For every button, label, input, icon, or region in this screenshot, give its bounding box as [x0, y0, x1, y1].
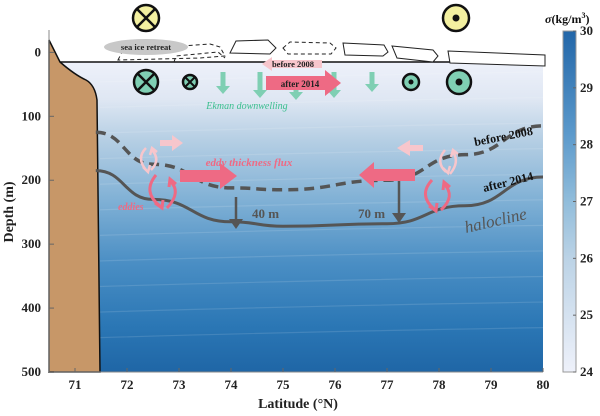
ekman-arrow-shaft	[257, 72, 263, 90]
wind-out-of-page-icon	[441, 3, 471, 33]
density-contour	[99, 199, 544, 211]
eddy-flux-arrow-light-left	[160, 135, 183, 151]
eddy-flux-arrow-strong-left	[180, 163, 237, 189]
x-tick-label: 77	[381, 377, 395, 392]
ice-floe	[391, 45, 439, 63]
eddy-icon-light-left	[139, 145, 158, 175]
ekman-arrow-head	[216, 86, 230, 94]
x-tick-label: 73	[173, 377, 187, 392]
x-tick-label: 72	[121, 377, 134, 392]
density-contour	[99, 250, 544, 262]
ekman-arrow-head	[365, 84, 379, 92]
y-tick-label: 300	[22, 236, 42, 251]
sea-ice-retreat-label: sea ice retreat	[121, 42, 171, 52]
ekman-arrow-shaft	[369, 72, 375, 84]
current-out-of-page-small-icon	[401, 72, 421, 92]
deepening-arrow-right	[392, 181, 406, 223]
y-axis-ticks: 0 100 200 300 400 500	[22, 44, 54, 379]
colorbar-title-symbol: σ	[545, 12, 552, 26]
before-2008-label: before 2008	[272, 59, 314, 69]
deepening-arrow-left	[229, 197, 243, 229]
x-tick-label: 79	[485, 377, 499, 392]
ice-floe	[447, 50, 546, 67]
eddies-label: eddies	[118, 202, 144, 213]
density-contour	[99, 327, 544, 339]
colorbar-tick-label: 29	[580, 80, 594, 95]
ekman-arrow-head	[253, 90, 267, 98]
eddy-icon-strong-right	[424, 178, 451, 214]
eddy-icon-strong-left	[148, 174, 177, 211]
density-contour	[99, 301, 544, 313]
y-tick-label: 500	[22, 364, 42, 379]
colorbar-title-units: (kg/m	[551, 12, 581, 26]
eddy-flux-arrow-light-right	[397, 140, 423, 156]
x-axis-title: Latitude (°N)	[258, 397, 338, 412]
current-into-page-small-icon	[181, 73, 199, 91]
x-tick-label: 76	[329, 377, 343, 392]
colorbar-ticks: 24 25 26 27 28 29 30	[573, 23, 594, 379]
ice-floe	[229, 39, 277, 55]
current-out-of-page-large-icon	[445, 68, 473, 96]
density-contour	[99, 96, 544, 109]
eddy-thickness-flux-label: eddy thickness flux	[206, 157, 293, 169]
colorbar-title-close: )	[585, 12, 589, 26]
colorbar-tick-label: 24	[580, 364, 594, 379]
wind-into-page-icon	[131, 3, 161, 33]
y-tick-label: 100	[22, 108, 42, 123]
density-contour-bands	[99, 71, 544, 339]
density-field	[49, 62, 543, 372]
after-2014-flux-arrow	[266, 70, 341, 96]
ice-floe	[342, 42, 389, 57]
density-contour	[99, 224, 544, 236]
retreated-ice-floe	[117, 43, 226, 61]
ekman-downwelling-label: Ekman downwelling	[205, 101, 287, 112]
colorbar-title: σ(kg/m3)	[545, 11, 589, 26]
current-into-page-large-icon	[132, 68, 160, 96]
x-tick-label: 75	[277, 377, 291, 392]
density-contour	[99, 173, 544, 185]
x-axis-ticks: 71 72 73 74 75 76 77 78 79 80	[69, 368, 550, 392]
density-contour	[99, 122, 544, 134]
colorbar-tick-label: 26	[580, 250, 594, 265]
eddy-icon-light-right	[439, 147, 459, 176]
halocline-before-2008-line	[95, 124, 544, 192]
continental-shelf-land	[48, 39, 101, 373]
x-tick-label: 78	[433, 377, 447, 392]
x-tick-label: 71	[69, 377, 82, 392]
ekman-arrow-shaft	[220, 72, 226, 86]
retreated-ice-floe	[282, 41, 337, 55]
y-tick-label: 0	[35, 44, 42, 59]
y-tick-label: 400	[22, 300, 42, 315]
sea-ice-retreat-label-bg	[104, 39, 188, 55]
eddy-flux-arrow-strong-right	[359, 162, 415, 188]
deepening-40m-label: 40 m	[252, 206, 279, 221]
x-tick-label: 74	[225, 377, 239, 392]
ekman-arrow-head	[289, 92, 303, 100]
after-2014-label: after 2014	[281, 79, 320, 89]
deepening-70m-label: 70 m	[358, 206, 385, 221]
colorbar-tick-label: 25	[580, 307, 594, 322]
colorbar-tick-label: 28	[580, 137, 594, 152]
colorbar-title-sup: 3	[581, 11, 585, 20]
y-axis-title: Depth (m)	[2, 181, 17, 242]
colorbar-tick-label: 27	[580, 194, 594, 209]
y-tick-label: 200	[22, 172, 42, 187]
retreated-ice-floe	[173, 51, 226, 63]
colorbar-tick-label: 30	[580, 23, 593, 38]
ekman-arrow-head	[327, 90, 341, 98]
x-tick-label: 80	[537, 377, 550, 392]
before-2008-flux-arrow	[262, 57, 322, 71]
density-contour	[99, 275, 544, 288]
